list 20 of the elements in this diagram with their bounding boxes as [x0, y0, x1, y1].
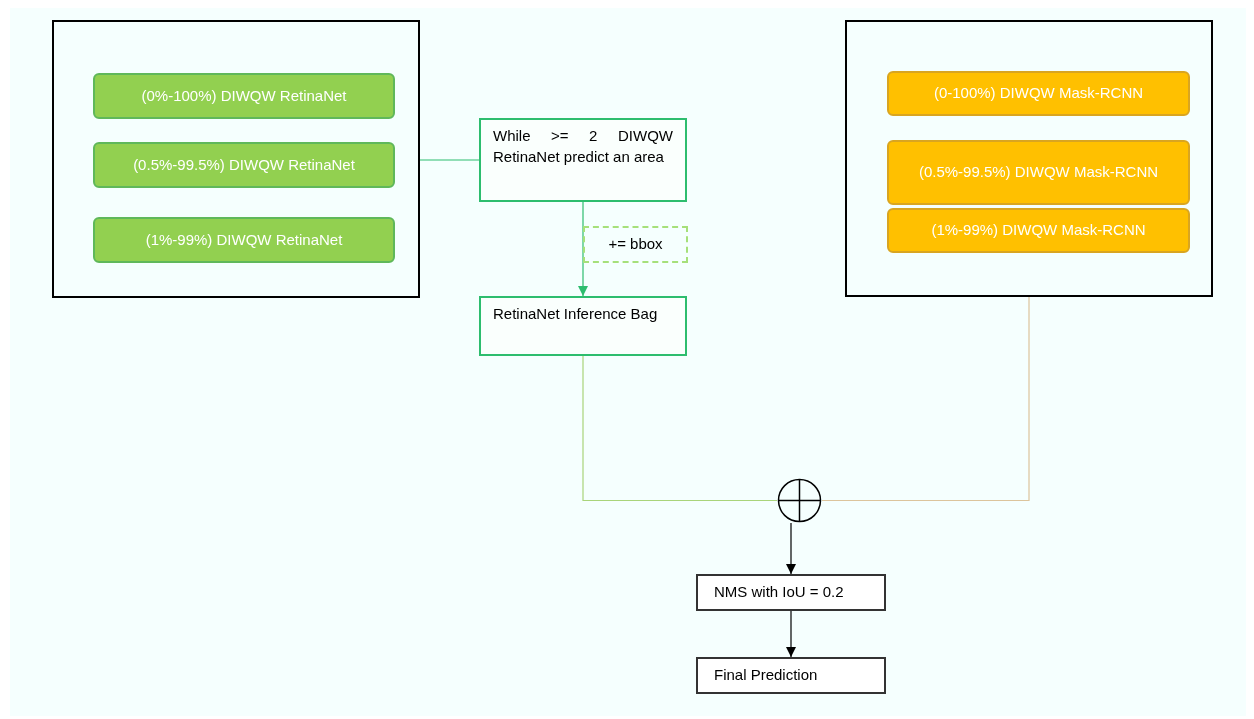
- group-box: [52, 20, 420, 298]
- model-pill: (1%-99%) DIWQW Mask-RCNN: [887, 208, 1190, 253]
- connector: [786, 610, 796, 658]
- note-box: += bbox: [583, 226, 688, 263]
- connector: [582, 355, 778, 502]
- sum-circle: [777, 478, 822, 523]
- model-pill: (1%-99%) DIWQW RetinaNet: [93, 217, 395, 263]
- process-box: Final Prediction: [696, 657, 886, 694]
- process-box: While >= 2 DIWQW RetinaNet predict an area: [479, 118, 687, 202]
- connector: [419, 159, 480, 161]
- group-box: [845, 20, 1213, 297]
- process-box: NMS with IoU = 0.2: [696, 574, 886, 611]
- connector: [786, 522, 796, 575]
- model-pill: (0.5%-99.5%) DIWQW RetinaNet: [93, 142, 395, 188]
- connector: [821, 296, 1030, 502]
- model-pill: (0.5%-99.5%) DIWQW Mask-RCNN: [887, 140, 1190, 205]
- process-box: RetinaNet Inference Bag: [479, 296, 687, 356]
- connector: [578, 201, 588, 297]
- model-pill: (0%-100%) DIWQW RetinaNet: [93, 73, 395, 119]
- model-pill: (0-100%) DIWQW Mask-RCNN: [887, 71, 1190, 116]
